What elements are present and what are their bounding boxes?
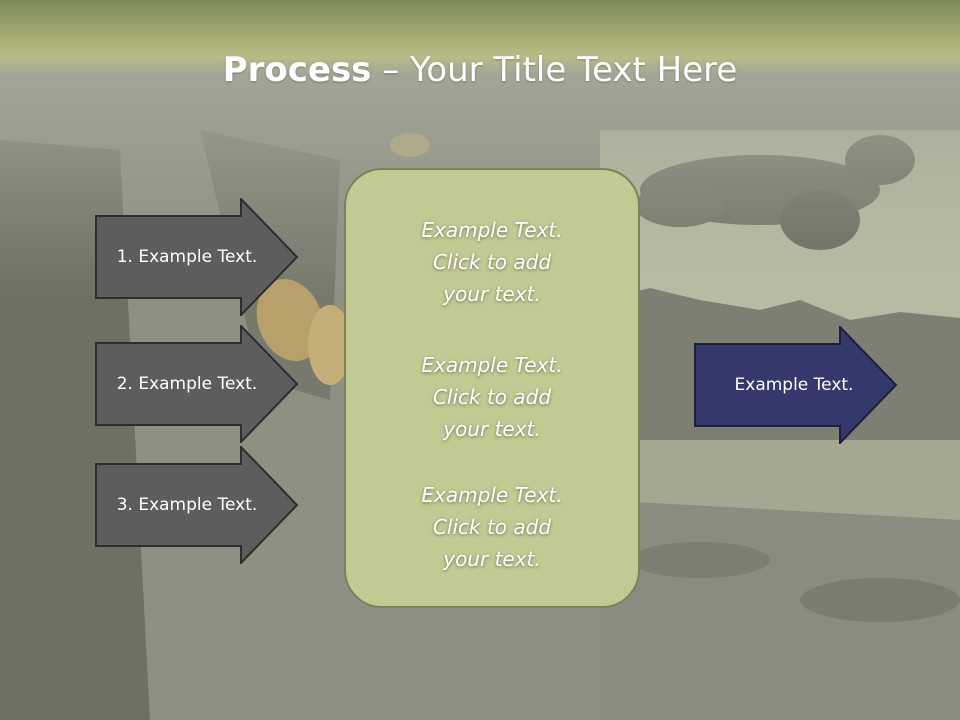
- step-arrow-1-shape: [95, 198, 299, 316]
- center-text-box[interactable]: Example Text. Click to add your text. Ex…: [344, 168, 640, 608]
- step-arrow-3-shape: [95, 446, 299, 564]
- step-arrow-2-label: 2. Example Text.: [116, 374, 258, 394]
- center-line: Example Text.: [421, 483, 563, 507]
- step-arrow-3-label: 3. Example Text.: [116, 495, 258, 515]
- result-arrow[interactable]: Example Text.: [694, 326, 900, 444]
- title-bold: Process: [222, 50, 372, 90]
- center-line: your text.: [443, 547, 541, 571]
- step-arrow-2-shape: [95, 325, 299, 443]
- result-arrow-shape: [694, 326, 898, 444]
- center-line: Example Text.: [421, 218, 563, 242]
- center-paragraph-3: Example Text. Click to add your text.: [346, 479, 638, 575]
- center-line: Click to add: [432, 385, 552, 409]
- center-paragraph-1: Example Text. Click to add your text.: [346, 214, 638, 310]
- center-line: Click to add: [432, 250, 552, 274]
- title-rest: – Your Title Text Here: [371, 50, 738, 90]
- center-line: Example Text.: [421, 353, 563, 377]
- step-arrow-1[interactable]: 1. Example Text.: [95, 198, 301, 316]
- slide-title: Process – Your Title Text Here: [0, 50, 960, 90]
- center-line: your text.: [443, 282, 541, 306]
- result-arrow-label: Example Text.: [734, 375, 854, 395]
- center-paragraph-2: Example Text. Click to add your text.: [346, 349, 638, 445]
- step-arrow-2[interactable]: 2. Example Text.: [95, 325, 301, 443]
- step-arrow-1-label: 1. Example Text.: [116, 247, 258, 267]
- center-line: Click to add: [432, 515, 552, 539]
- center-line: your text.: [443, 417, 541, 441]
- step-arrow-3[interactable]: 3. Example Text.: [95, 446, 301, 564]
